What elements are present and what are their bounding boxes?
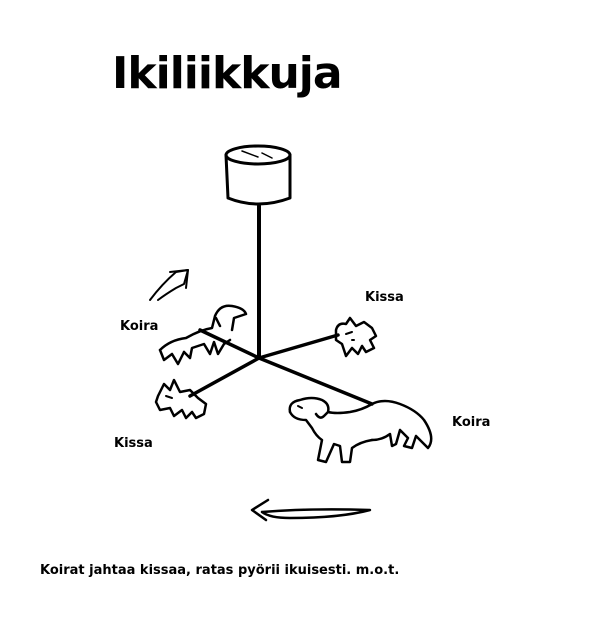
page-title: Ikiliikkuja (112, 48, 343, 99)
rotation-arrow-left-icon (250, 498, 372, 522)
label-koira-left: Koira (120, 319, 159, 334)
label-kissa-lower-left: Kissa (114, 436, 153, 451)
dog-right-icon (288, 396, 433, 464)
cat-right-icon (334, 316, 378, 358)
caption-text: Koirat jahtaa kissaa, ratas pyörii ikuis… (40, 563, 400, 578)
label-koira-right: Koira (452, 415, 491, 430)
label-kissa-upper-right: Kissa (365, 290, 404, 305)
drum-icon (224, 144, 292, 206)
dog-left-icon (158, 304, 248, 366)
rotation-arrow-up-icon (149, 269, 189, 301)
wheel-spokes (188, 328, 374, 406)
cat-left-icon (154, 378, 208, 420)
